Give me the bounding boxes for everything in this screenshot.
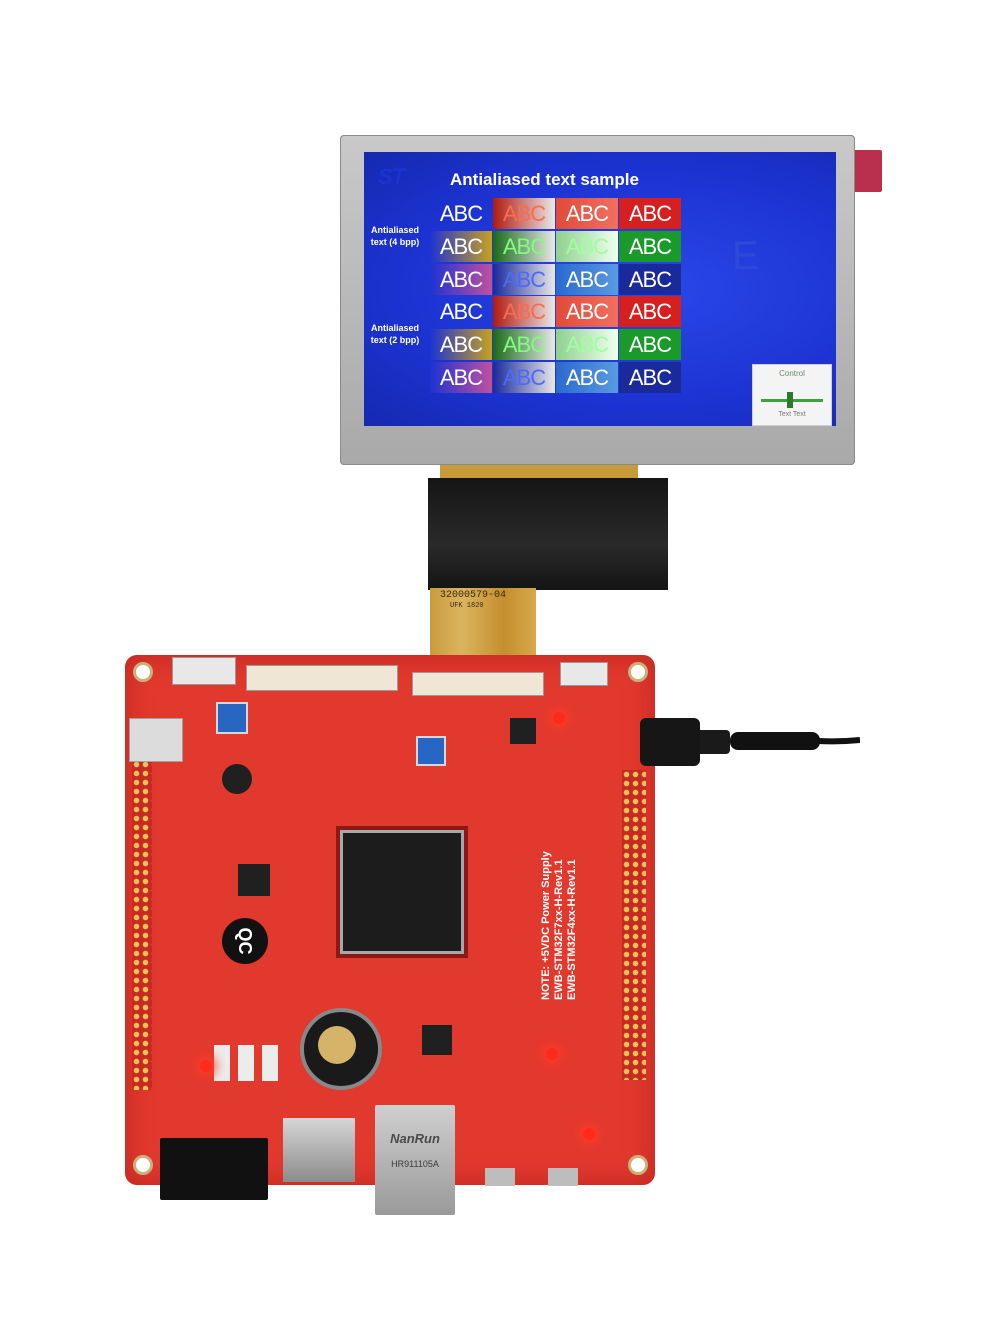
flex-connector-strip — [440, 465, 638, 479]
text-sample-cell: ABC — [556, 296, 618, 327]
trim-potentiometer-b[interactable] — [416, 736, 446, 766]
power-led — [553, 712, 565, 724]
status-led-center — [546, 1048, 558, 1060]
text-sample-cell: ABC — [430, 329, 492, 360]
text-sample-cell: ABC — [619, 264, 681, 295]
text-sample-cell: ABC — [430, 231, 492, 262]
text-sample-cell: ABC — [439, 298, 483, 324]
cable-strain-relief — [690, 730, 730, 754]
screen-title: Antialiased text sample — [450, 170, 639, 189]
text-sample-cell: ABC — [556, 264, 618, 295]
st-logo: ST — [378, 164, 434, 189]
connector-top-right — [560, 662, 608, 686]
status-led-left — [200, 1060, 212, 1072]
text-sample-cell: ABC — [493, 296, 555, 327]
pin-header-left — [132, 760, 152, 1090]
ic-bottom — [422, 1025, 452, 1055]
qc-badge: QC — [222, 918, 268, 964]
control-widget[interactable]: Control Text Text — [752, 364, 832, 426]
faint-letter: E — [732, 234, 759, 278]
text-sample-cell: ABC — [430, 264, 492, 295]
coin-cell-holder — [300, 1008, 382, 1090]
lcd-fpc-connector-a — [246, 665, 398, 691]
text-sample-cell: ABC — [619, 362, 681, 393]
connector-side — [129, 718, 183, 762]
ic-small — [238, 864, 270, 896]
lcd-fpc-connector-b — [412, 672, 544, 696]
dc-jack-plug — [640, 718, 700, 766]
text-sample-cell: ABC — [493, 329, 555, 360]
section-label-4bpp: Antialiased text (4 bpp) — [370, 225, 420, 247]
text-sample-cell: ABC — [493, 362, 555, 393]
text-sample-cell: ABC — [556, 362, 618, 393]
text-sample-cell: ABC — [493, 264, 555, 295]
mount-hole-bottom-right — [628, 1155, 648, 1175]
sd-card-slot[interactable] — [283, 1118, 355, 1182]
jtag-connector — [160, 1138, 268, 1200]
board-silkscreen: NOTE: +5VDC Power Supply EWB-STM32F7xx-H… — [540, 820, 600, 1000]
slider-thumb[interactable] — [787, 392, 793, 408]
status-led-right — [583, 1128, 595, 1140]
text-sample-cell: ABC — [439, 200, 483, 226]
button-1[interactable] — [214, 1045, 230, 1081]
cable-wire — [817, 737, 860, 745]
reset-button[interactable] — [222, 764, 252, 794]
ethernet-model: HR911105A — [391, 1159, 439, 1169]
silkscreen-line: EWB-STM32F4xx-H-Rev1.1 — [566, 859, 578, 1000]
usb-port-b[interactable] — [548, 1168, 578, 1186]
cable-date-code: UFK 1820 — [450, 602, 484, 610]
text-sample-cell: ABC — [556, 198, 618, 229]
silkscreen-line: EWB-STM32F7xx-H-Rev1.1 — [553, 859, 565, 1000]
coin-cell — [318, 1026, 356, 1064]
lcd-screen: ST Antialiased text sample Antialiased t… — [364, 152, 836, 426]
mount-hole-top-right — [628, 662, 648, 682]
text-sample-cell: ABC — [493, 198, 555, 229]
button-3[interactable] — [262, 1045, 278, 1081]
text-sample-cell: ABC — [556, 231, 618, 262]
control-footer: Text Text — [778, 411, 806, 418]
display-backplate — [428, 478, 668, 590]
control-label: Control — [779, 369, 805, 378]
ethernet-jack[interactable]: NanRun HR911105A — [375, 1105, 455, 1215]
cable-part-code: 32000579-04 — [440, 590, 507, 601]
connector-top-left — [172, 657, 236, 685]
silkscreen-line: NOTE: +5VDC Power Supply — [540, 851, 552, 1000]
dc-power-cable — [690, 730, 860, 754]
text-sample-cell: ABC — [430, 362, 492, 393]
mcu-chip — [340, 830, 464, 954]
text-sample-cell: ABC — [619, 329, 681, 360]
st-logo-text: ST — [378, 164, 405, 189]
mount-hole-bottom-left — [133, 1155, 153, 1175]
button-2[interactable] — [238, 1045, 254, 1081]
text-sample-cell: ABC — [556, 329, 618, 360]
text-sample-cell: ABC — [493, 231, 555, 262]
text-sample-cell: ABC — [619, 231, 681, 262]
text-sample-cell: ABC — [619, 198, 681, 229]
usb-port-a[interactable] — [485, 1168, 515, 1186]
pin-header-right — [622, 770, 646, 1080]
section-label-2bpp: Antialiased text (2 bpp) — [370, 323, 420, 345]
text-sample-cell: ABC — [619, 296, 681, 327]
ethernet-brand: NanRun — [390, 1131, 440, 1146]
cable-sleeve — [730, 732, 820, 750]
trim-potentiometer-a[interactable] — [216, 702, 248, 734]
ic-top — [510, 718, 536, 744]
mount-hole-top-left — [133, 662, 153, 682]
